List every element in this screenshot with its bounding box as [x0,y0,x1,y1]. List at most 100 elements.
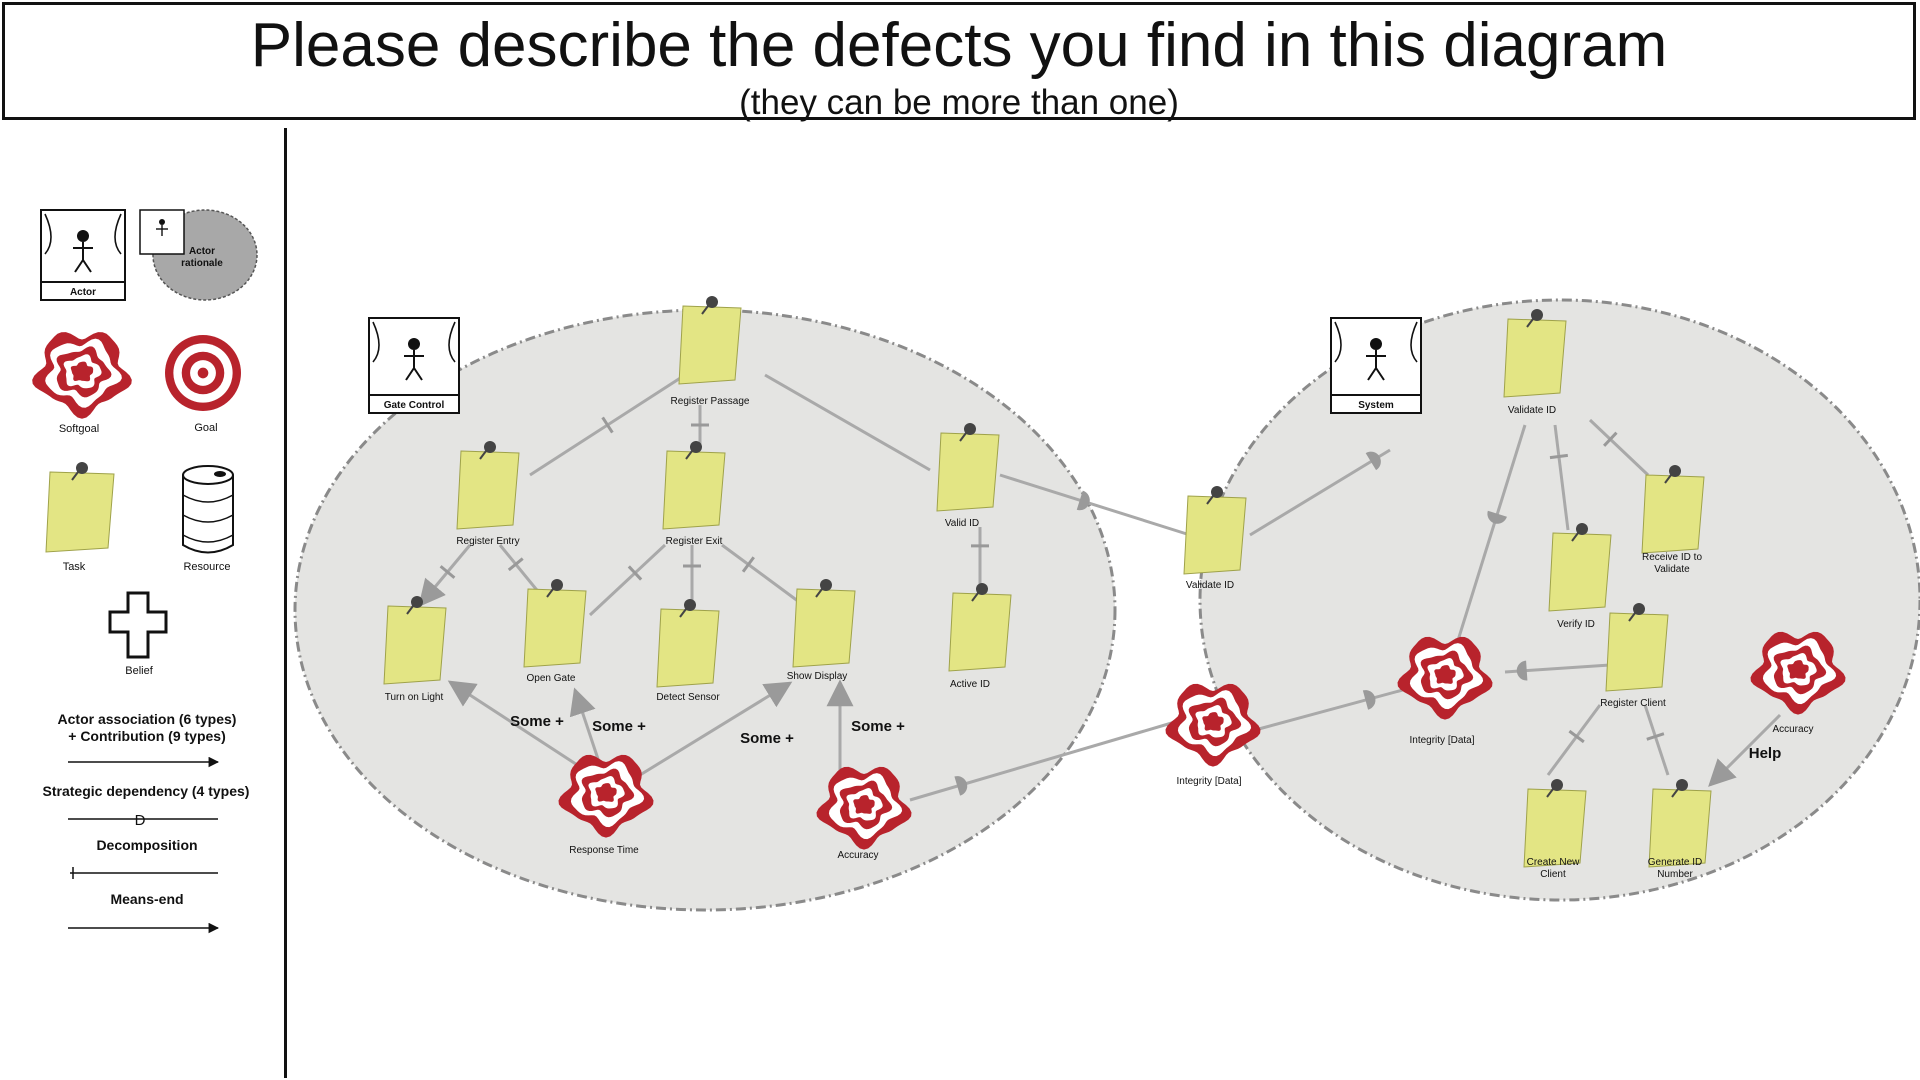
legend-task-icon [45,462,115,553]
task-register-entry [456,441,520,530]
link-entry-light [418,544,472,608]
task-open-gate [523,579,587,668]
dependency-d-mark [1516,660,1528,681]
pushpin-icon [701,296,718,315]
decomposition-tick [741,556,755,573]
task-label-register-passage: Register Passage [671,396,750,407]
contribution-label: Some + [592,718,646,735]
decomposition-tick [1549,453,1569,460]
legend-dependency-mark: D [135,812,146,829]
dependency-d-mark [1365,451,1381,471]
stick-figure-icon [1366,338,1386,381]
softgoal-accuracy-sys [1750,631,1846,715]
softgoal-response-time [558,754,654,838]
task-label-show-display: Show Display [787,671,848,682]
link-regclient-generate [1643,704,1670,776]
link-passage-valid [764,373,931,472]
dependency-d-mark [1487,510,1507,524]
link-exit-display [721,543,811,612]
legend-association-label: Actor association (6 types)+ Contributio… [58,711,237,744]
decomposition-tick [601,416,614,434]
task-label-active-id: Active ID [950,679,990,690]
task-label-valid-id: Valid ID [945,518,979,529]
task-receive-id [1641,465,1705,554]
pushpin-icon [1526,309,1543,328]
page-subtitle: (they can be more than one) [739,83,1179,122]
contribution-label: Help [1749,745,1782,762]
decomposition-tick [1603,431,1618,447]
softgoal-label-integrity-dep: Integrity [Data] [1176,776,1241,787]
pushpin-icon [479,441,496,460]
link-exit-opengate [588,543,667,617]
pushpin-icon [679,599,696,618]
link-rt-display [639,681,793,777]
legend-task-label: Task [63,561,86,573]
decomposition-tick [439,565,456,579]
task-generate-id [1648,779,1712,868]
task-label-turn-on-light: Turn on Light [385,692,444,703]
task-verify-id [1548,523,1612,612]
link-validate-receive [1588,418,1650,477]
legend-actor: Actor [40,209,126,301]
legend-decomposition-label: Decomposition [96,837,197,853]
softgoal-label-accuracy-sys: Accuracy [1772,724,1813,735]
link-acc-integrity [909,720,1176,802]
contribution-label: Some + [851,718,905,735]
task-label-register-entry: Register Entry [456,536,519,547]
link-validate-verify [1553,424,1570,531]
legend-means-end-label: Means-end [110,891,183,907]
task-create-client [1523,779,1587,868]
pushpin-icon [971,583,988,602]
task-label-verify-id: Verify ID [1557,619,1595,630]
legend-goal-label: Goal [194,422,217,434]
stick-figure-icon [404,338,424,381]
pushpin-icon [1546,779,1563,798]
task-active-id [948,583,1012,672]
legend-belief-icon [108,591,168,659]
legend-dependency-label: Strategic dependency (4 types) [43,783,250,799]
task-label-register-exit: Register Exit [666,536,723,547]
pushpin-icon [1664,465,1681,484]
softgoal-integrity-dep [1165,683,1261,767]
legend-resource-label: Resource [183,561,230,573]
legend-resource-icon [182,465,234,554]
stick-figure-icon [156,219,168,236]
dependency-d-mark [1362,690,1376,710]
task-register-exit [662,441,726,530]
pushpin-icon [71,462,88,481]
pushpin-icon [546,579,563,598]
actor-label: System [1358,400,1394,411]
pushpin-icon [959,423,976,442]
decomposition-tick [627,565,643,581]
legend-softgoal-label: Softgoal [59,423,99,435]
task-validate-id-dep [1183,486,1247,575]
pushpin-icon [815,579,832,598]
dependency-d-mark [954,776,968,796]
link-validid-dep [999,473,1191,537]
task-detect-sensor [656,599,720,688]
task-turn-on-light [383,596,447,685]
softgoal-label-integrity-sys: Integrity [Data] [1409,735,1474,746]
link-regclient-create [1546,704,1602,776]
task-label-open-gate: Open Gate [527,673,576,684]
actor-label: Gate Control [384,400,445,411]
stick-figure-icon [73,230,93,273]
contribution-label: Some + [740,730,794,747]
header-box: Please describe the defects you find in … [2,2,1916,122]
actor-label: Actor [70,287,96,298]
legend-goal-icon [165,335,241,411]
link-accuracy-generate [1708,713,1782,787]
contribution-label: Some + [510,713,564,730]
task-valid-id [936,423,1000,512]
actor-gate-control: Gate Control [368,317,460,414]
legend-belief-label: Belief [125,665,153,677]
pushpin-icon [1628,603,1645,622]
actor-system: System [1330,317,1422,414]
task-label-register-client: Register Client [1600,698,1666,709]
